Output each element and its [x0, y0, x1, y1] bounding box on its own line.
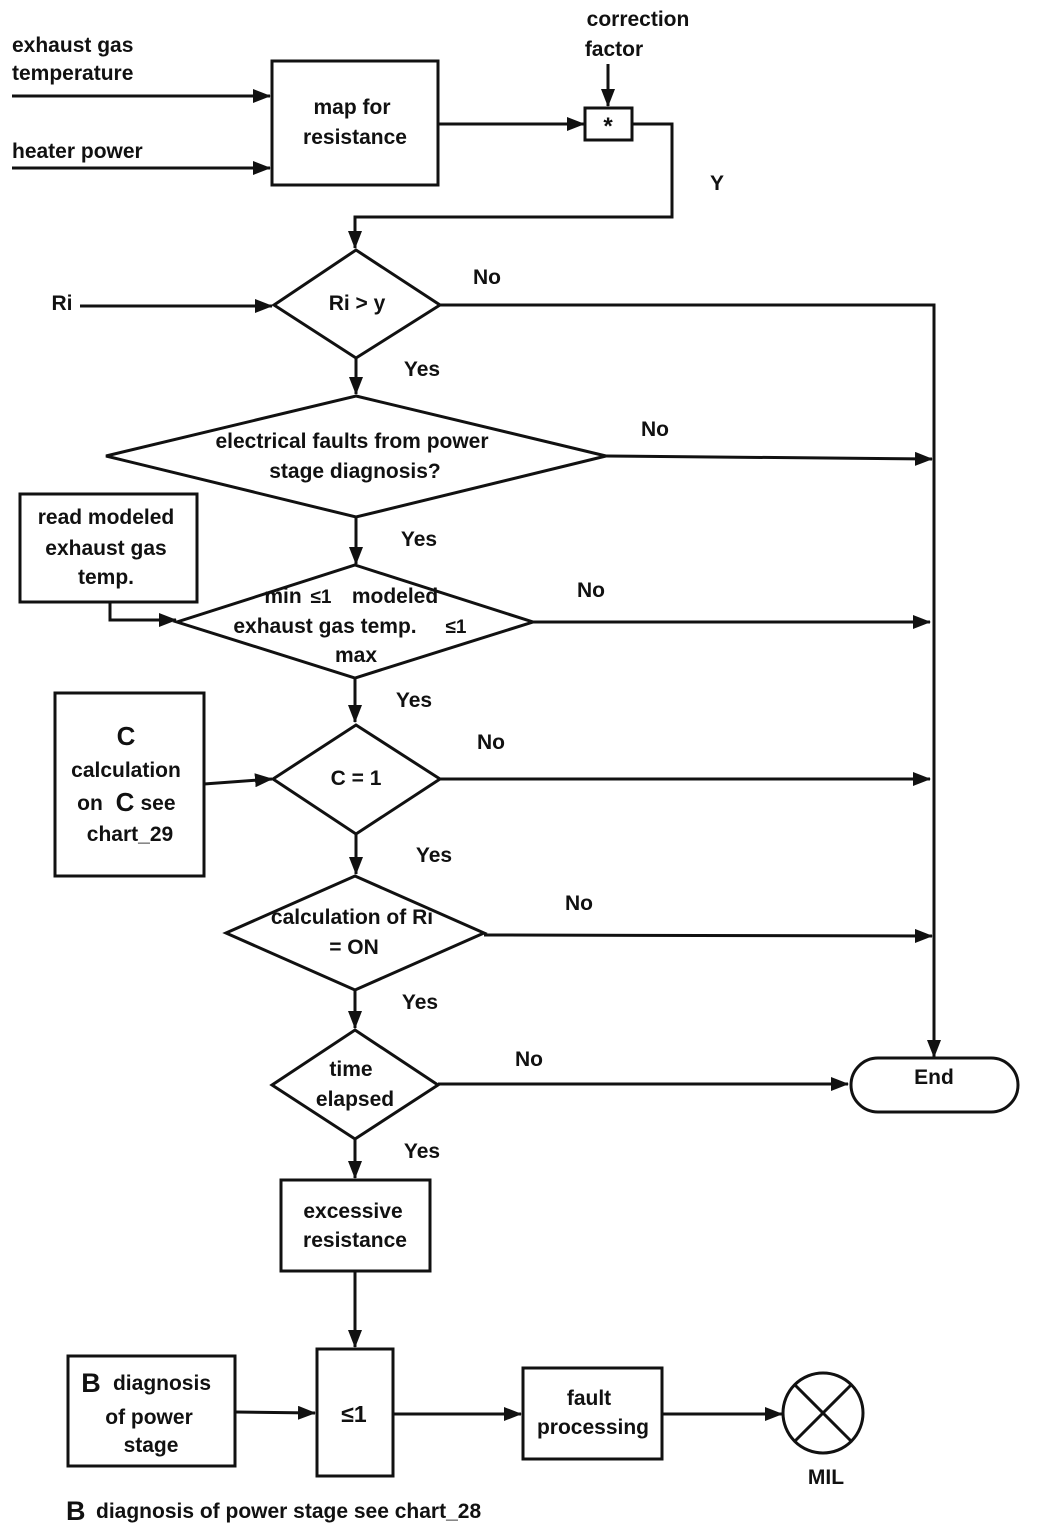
- no-path-to-end: [440, 303, 941, 1058]
- ri-input: Ri: [52, 292, 273, 315]
- svg-text:factor: factor: [585, 38, 643, 61]
- c-calculation-box: C calculation on C see chart_29: [53, 691, 206, 878]
- svg-text:≤1: ≤1: [341, 1401, 367, 1427]
- or-gate: ≤1: [315, 1347, 395, 1478]
- svg-text:C: C: [116, 787, 135, 817]
- end-terminator: End: [849, 1056, 1020, 1114]
- no-label: No: [577, 579, 605, 602]
- svg-text:exhaust gas temp.: exhaust gas temp.: [233, 615, 416, 638]
- svg-text:calculation: calculation: [71, 759, 181, 782]
- svg-text:heater power: heater power: [12, 140, 143, 163]
- no-label: No: [515, 1048, 543, 1071]
- read-temp-arrow: [108, 602, 177, 627]
- svg-text:resistance: resistance: [303, 1229, 407, 1252]
- svg-text:fault: fault: [567, 1387, 611, 1410]
- calculation-of-ri-decision: calculation of Ri = ON: [222, 874, 488, 992]
- exhaust-gas-temperature-input: exhaust gas temperature: [12, 34, 271, 103]
- svg-text:End: End: [914, 1066, 954, 1089]
- yes-label: Yes: [404, 358, 440, 381]
- svg-text:max: max: [335, 644, 377, 667]
- no-arrow: [605, 451, 933, 466]
- svg-text:min: min: [264, 585, 301, 608]
- no-label: No: [473, 266, 501, 289]
- svg-text:Ri > y: Ri > y: [329, 292, 386, 315]
- yes-label: Yes: [396, 689, 432, 712]
- svg-text:C = 1: C = 1: [331, 767, 382, 790]
- svg-text:correction: correction: [587, 8, 690, 31]
- svg-text:map for: map for: [313, 96, 390, 119]
- y-label: Y: [710, 172, 724, 195]
- svg-text:diagnosis: diagnosis: [113, 1372, 211, 1395]
- svg-text:exhaust gas: exhaust gas: [45, 537, 166, 560]
- svg-text:processing: processing: [537, 1416, 649, 1439]
- svg-text:B: B: [66, 1496, 86, 1526]
- multiply-box: *: [583, 106, 634, 142]
- yes-label: Yes: [401, 528, 437, 551]
- c-equals-1-decision: C = 1: [270, 723, 443, 836]
- no-label: No: [641, 418, 669, 441]
- svg-text:modeled: modeled: [352, 585, 438, 608]
- footnote: B diagnosis of power stage see chart_28: [66, 1496, 481, 1526]
- b-diagnosis-box: B diagnosis of power stage: [66, 1354, 237, 1468]
- svg-text:see: see: [140, 792, 175, 815]
- svg-text:Ri: Ri: [52, 292, 73, 315]
- ri-gt-y-decision: Ri > y: [271, 248, 443, 360]
- yes-label: Yes: [404, 1140, 440, 1163]
- le-1-symbol: ≤1: [311, 587, 332, 608]
- svg-text:on: on: [77, 792, 103, 815]
- svg-text:temp.: temp.: [78, 566, 134, 589]
- multiply-to-comparison-arrow: [348, 122, 674, 249]
- c-calc-arrow: [203, 773, 273, 788]
- le-1-symbol: ≤1: [446, 617, 467, 638]
- svg-text:temperature: temperature: [12, 62, 133, 85]
- svg-text:elapsed: elapsed: [316, 1088, 394, 1111]
- yes-label: Yes: [416, 844, 452, 867]
- svg-text:stage diagnosis?: stage diagnosis?: [269, 460, 441, 483]
- svg-text:exhaust gas: exhaust gas: [12, 34, 133, 57]
- svg-text:B: B: [81, 1368, 101, 1398]
- read-modeled-temp-box: read modeled exhaust gas temp.: [18, 492, 199, 604]
- map-for-resistance-box: map for resistance: [270, 59, 440, 187]
- mil-lamp-icon: [781, 1371, 865, 1455]
- svg-text:= ON: = ON: [329, 936, 379, 959]
- no-label: No: [565, 892, 593, 915]
- heater-power-input: heater power: [12, 140, 271, 175]
- time-elapsed-decision: time elapsed: [269, 1028, 441, 1141]
- b-to-or-arrow: [234, 1405, 316, 1420]
- svg-text:calculation of Ri: calculation of Ri: [271, 906, 433, 929]
- svg-text:read modeled: read modeled: [38, 506, 175, 529]
- svg-text:*: *: [603, 113, 613, 140]
- svg-text:chart_29: chart_29: [87, 823, 173, 846]
- correction-factor-input: correction factor: [585, 8, 690, 107]
- mil-label: MIL: [808, 1466, 844, 1489]
- no-label: No: [477, 731, 505, 754]
- svg-text:resistance: resistance: [303, 126, 407, 149]
- svg-text:stage: stage: [124, 1434, 179, 1457]
- fault-processing-box: fault processing: [521, 1366, 664, 1461]
- svg-text:C: C: [117, 721, 136, 751]
- svg-text:of power: of power: [105, 1406, 193, 1429]
- svg-text:electrical faults from power: electrical faults from power: [215, 430, 488, 453]
- svg-text:excessive: excessive: [303, 1200, 402, 1223]
- min-max-temp-decision: min ≤1 modeled exhaust gas temp. ≤1 max: [172, 563, 538, 680]
- yes-label: Yes: [402, 991, 438, 1014]
- excessive-resistance-box: excessive resistance: [279, 1178, 432, 1273]
- svg-text:time: time: [329, 1058, 372, 1081]
- no-arrow: [483, 928, 933, 943]
- svg-text:diagnosis of power stage see c: diagnosis of power stage see chart_28: [96, 1500, 481, 1523]
